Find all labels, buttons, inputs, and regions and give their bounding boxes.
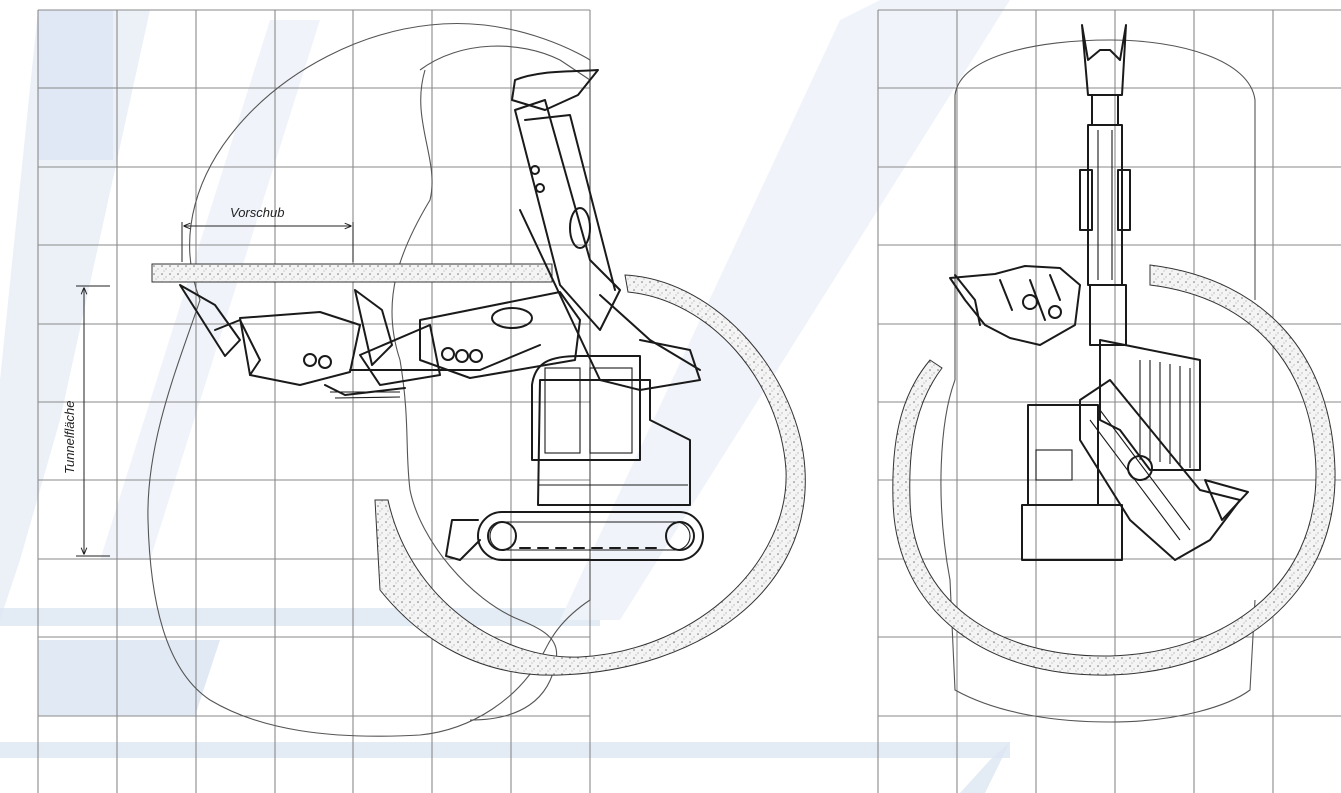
outer-reach-envelope <box>147 23 591 737</box>
tunnel-lining-side <box>374 274 806 676</box>
side-view-panel: Vorschub Tunnelfläche <box>37 9 806 793</box>
front-view-panel <box>877 9 1341 793</box>
tunnel-face-label: Tunnelfläche <box>62 401 77 474</box>
tunnel-ceiling-strip <box>151 263 553 283</box>
front-view-grid <box>877 9 1341 793</box>
advance-dimension <box>181 222 354 262</box>
watermark-background <box>0 0 1010 793</box>
front-reach-envelope <box>940 39 1256 723</box>
tunnel-lining-front <box>892 264 1336 676</box>
tunnel-face-dimension <box>76 285 110 557</box>
excavator-side-view <box>179 69 704 561</box>
excavator-front-view <box>949 24 1249 561</box>
advance-label: Vorschub <box>230 205 284 220</box>
